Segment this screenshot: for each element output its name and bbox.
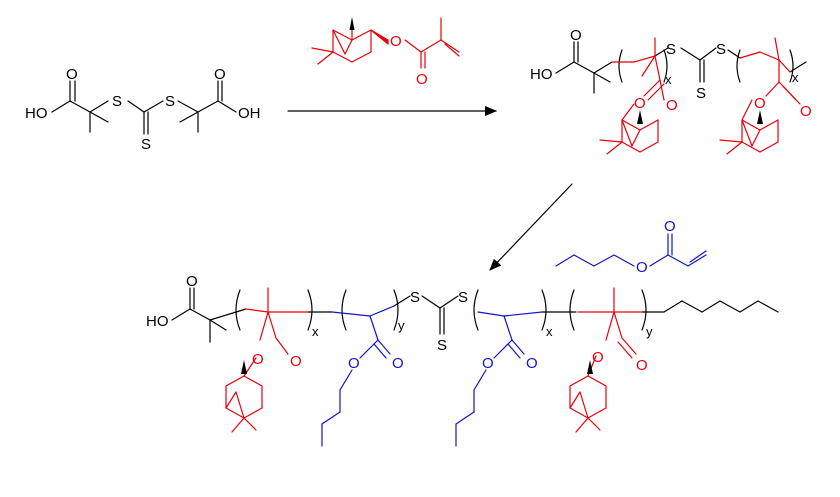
copolymer-thione-s: S [437,337,447,354]
cta-molecule: HO O S S S O OH [25,66,261,153]
copolymer-blue-carbonyl-o-1: O [392,355,404,372]
cta-carbonyl-o-left: O [66,66,78,83]
copolymer-blue-ester-o-1: O [348,355,360,372]
copolymer-blue-carbonyl-o-2: O [526,355,538,372]
copolymer-red-ester-o-1: O [252,351,264,368]
monomer-red-methacrylate: O O [311,17,460,88]
macro-cta-subscript-x-left: x [665,72,672,87]
copolymer-red-carbonyl-o-1: O [290,353,302,370]
macro-cta-ho-label: HO [530,66,553,83]
monomer-blue-carbonyl-o: O [664,218,676,235]
macro-cta-ester-o-left: O [634,95,646,112]
copolymer-carbonyl-o: O [186,273,198,290]
monomer-red-carbonyl-o: O [416,71,428,88]
copolymer-red-carbonyl-o-2: O [636,357,648,374]
cta-thione-s: S [141,136,151,153]
cta-carbonyl-o-right: O [214,66,226,83]
copolymer-subscript-x-2: x [546,324,553,339]
macro-cta-carbonyl-o: O [570,27,582,44]
macro-cta-ester-o-right: O [754,95,766,112]
block-copolymer: HO O S S S x y x y O O O O O O O O [146,273,779,447]
copolymer-ho-label: HO [146,313,169,330]
cta-s-right: S [165,93,175,110]
cta-s-left: S [112,93,122,110]
monomer-red-ester-o: O [390,33,402,50]
monomer-blue-butyl-acrylate: O O [555,218,707,276]
macro-cta-polymer: HO O S S S x x O O O O [530,27,812,155]
reaction-arrow-step-2 [489,183,573,271]
copolymer-red-ester-o-2: O [592,349,604,366]
copolymer-subscript-y-2: y [646,324,653,339]
copolymer-subscript-x-1: x [312,324,319,339]
macro-cta-carbonyl-o-left: O [666,97,678,114]
macro-cta-subscript-x-right: x [792,70,799,85]
monomer-blue-ester-o: O [636,259,648,276]
macro-cta-s-right: S [716,41,726,58]
copolymer-subscript-y-1: y [398,318,405,333]
copolymer-blue-ester-o-2: O [482,355,494,372]
cta-oh-label: OH [238,105,261,122]
macro-cta-s-left: S [666,41,676,58]
macro-cta-carbonyl-o-right: O [800,103,812,120]
macro-cta-thione-s: S [696,85,706,102]
copolymer-s-right: S [458,289,468,306]
copolymer-s-left: S [410,289,420,306]
cta-ho-label: HO [25,105,48,122]
